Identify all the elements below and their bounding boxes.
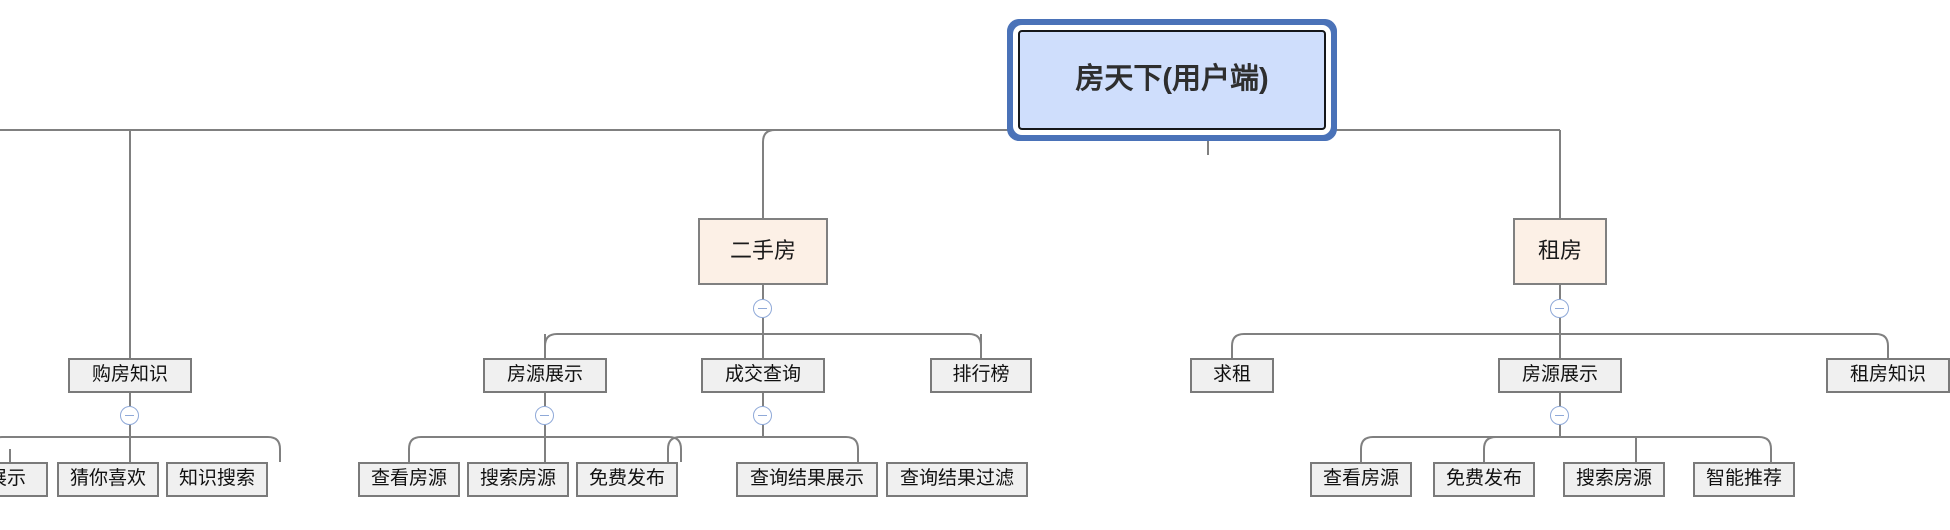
node-fangyuanzhanshi-1[interactable]: 房源展示 (483, 358, 607, 393)
minus-circle-icon-fangyuanzhanshi-1[interactable] (535, 406, 554, 425)
node-label-zufangzhishi: 租房知识 (1849, 364, 1926, 386)
leaf-node-chakanfangyuan-2[interactable]: 查看房源 (1310, 462, 1412, 497)
leaf-label-zhishisousuo: 知识搜索 (178, 468, 255, 490)
node-chengjiaochaxun[interactable]: 成交查询 (701, 358, 825, 393)
leaf-node-zhishisousuo[interactable]: 知识搜索 (166, 462, 268, 497)
branch-node-zufang[interactable]: 租房 (1513, 218, 1607, 285)
leaf-label-cainixihuan: 猜你喜欢 (69, 468, 146, 490)
node-qiuzu[interactable]: 求租 (1190, 358, 1274, 393)
root-node-highlight (1007, 19, 1337, 141)
node-zufangzhishi[interactable]: 租房知识 (1826, 358, 1950, 393)
leaf-node-mianfeifabu-1[interactable]: 免费发布 (576, 462, 678, 497)
leaf-label-mianfeifabu-2: 免费发布 (1445, 468, 1522, 490)
node-label-paihangbang: 排行榜 (952, 364, 1010, 386)
branch-label-ershoufang: 二手房 (729, 238, 796, 264)
leaf-node-mianfeifabu-2[interactable]: 免费发布 (1433, 462, 1535, 497)
leaf-label-chakanfangyuan-1: 查看房源 (370, 468, 447, 490)
leaf-node-chaxunjieguoguolv[interactable]: 查询结果过滤 (886, 462, 1028, 497)
node-label-fangyuanzhanshi-1: 房源展示 (506, 364, 583, 386)
root-node-label: 房天下(用户端) (1075, 63, 1269, 96)
node-label-qiuzu: 求租 (1212, 364, 1251, 386)
leaf-node-zhanshi[interactable]: 展示 (0, 462, 48, 497)
node-paihangbang[interactable]: 排行榜 (930, 358, 1032, 393)
leaf-node-zhinengtuijian[interactable]: 智能推荐 (1693, 462, 1795, 497)
minus-circle-icon-fangyuanzhanshi-2[interactable] (1550, 406, 1569, 425)
branch-node-ershoufang[interactable]: 二手房 (698, 218, 828, 285)
leaf-label-zhinengtuijian: 智能推荐 (1705, 468, 1782, 490)
leaf-node-sousuofangyuan-1[interactable]: 搜索房源 (467, 462, 569, 497)
branch-label-zufang: 租房 (1537, 238, 1582, 264)
leaf-label-mianfeifabu-1: 免费发布 (588, 468, 665, 490)
leaf-label-sousuofangyuan-2: 搜索房源 (1575, 468, 1652, 490)
leaf-label-chaxunjieguozhanshi: 查询结果展示 (749, 468, 864, 490)
root-node[interactable]: 房天下(用户端) (1018, 30, 1326, 130)
node-label-fangyuanzhanshi-2: 房源展示 (1521, 364, 1598, 386)
leaf-node-sousuofangyuan-2[interactable]: 搜索房源 (1563, 462, 1665, 497)
node-label-goufangzhishi: 购房知识 (91, 364, 168, 386)
leaf-label-chaxunjieguoguolv: 查询结果过滤 (899, 468, 1014, 490)
minus-circle-icon-zufang[interactable] (1550, 299, 1569, 318)
node-label-chengjiaochaxun: 成交查询 (724, 364, 801, 386)
leaf-label-zhanshi: 展示 (0, 468, 26, 490)
leaf-node-chaxunjieguozhanshi[interactable]: 查询结果展示 (736, 462, 878, 497)
minus-circle-icon-ershoufang[interactable] (753, 299, 772, 318)
leaf-node-cainixihuan[interactable]: 猜你喜欢 (57, 462, 159, 497)
minus-circle-icon-chengjiaochaxun[interactable] (753, 406, 772, 425)
minus-circle-icon-goufangzhishi[interactable] (120, 406, 139, 425)
leaf-label-chakanfangyuan-2: 查看房源 (1322, 468, 1399, 490)
node-goufangzhishi[interactable]: 购房知识 (68, 358, 192, 393)
leaf-label-sousuofangyuan-1: 搜索房源 (479, 468, 556, 490)
node-fangyuanzhanshi-2[interactable]: 房源展示 (1498, 358, 1622, 393)
leaf-node-chakanfangyuan-1[interactable]: 查看房源 (358, 462, 460, 497)
